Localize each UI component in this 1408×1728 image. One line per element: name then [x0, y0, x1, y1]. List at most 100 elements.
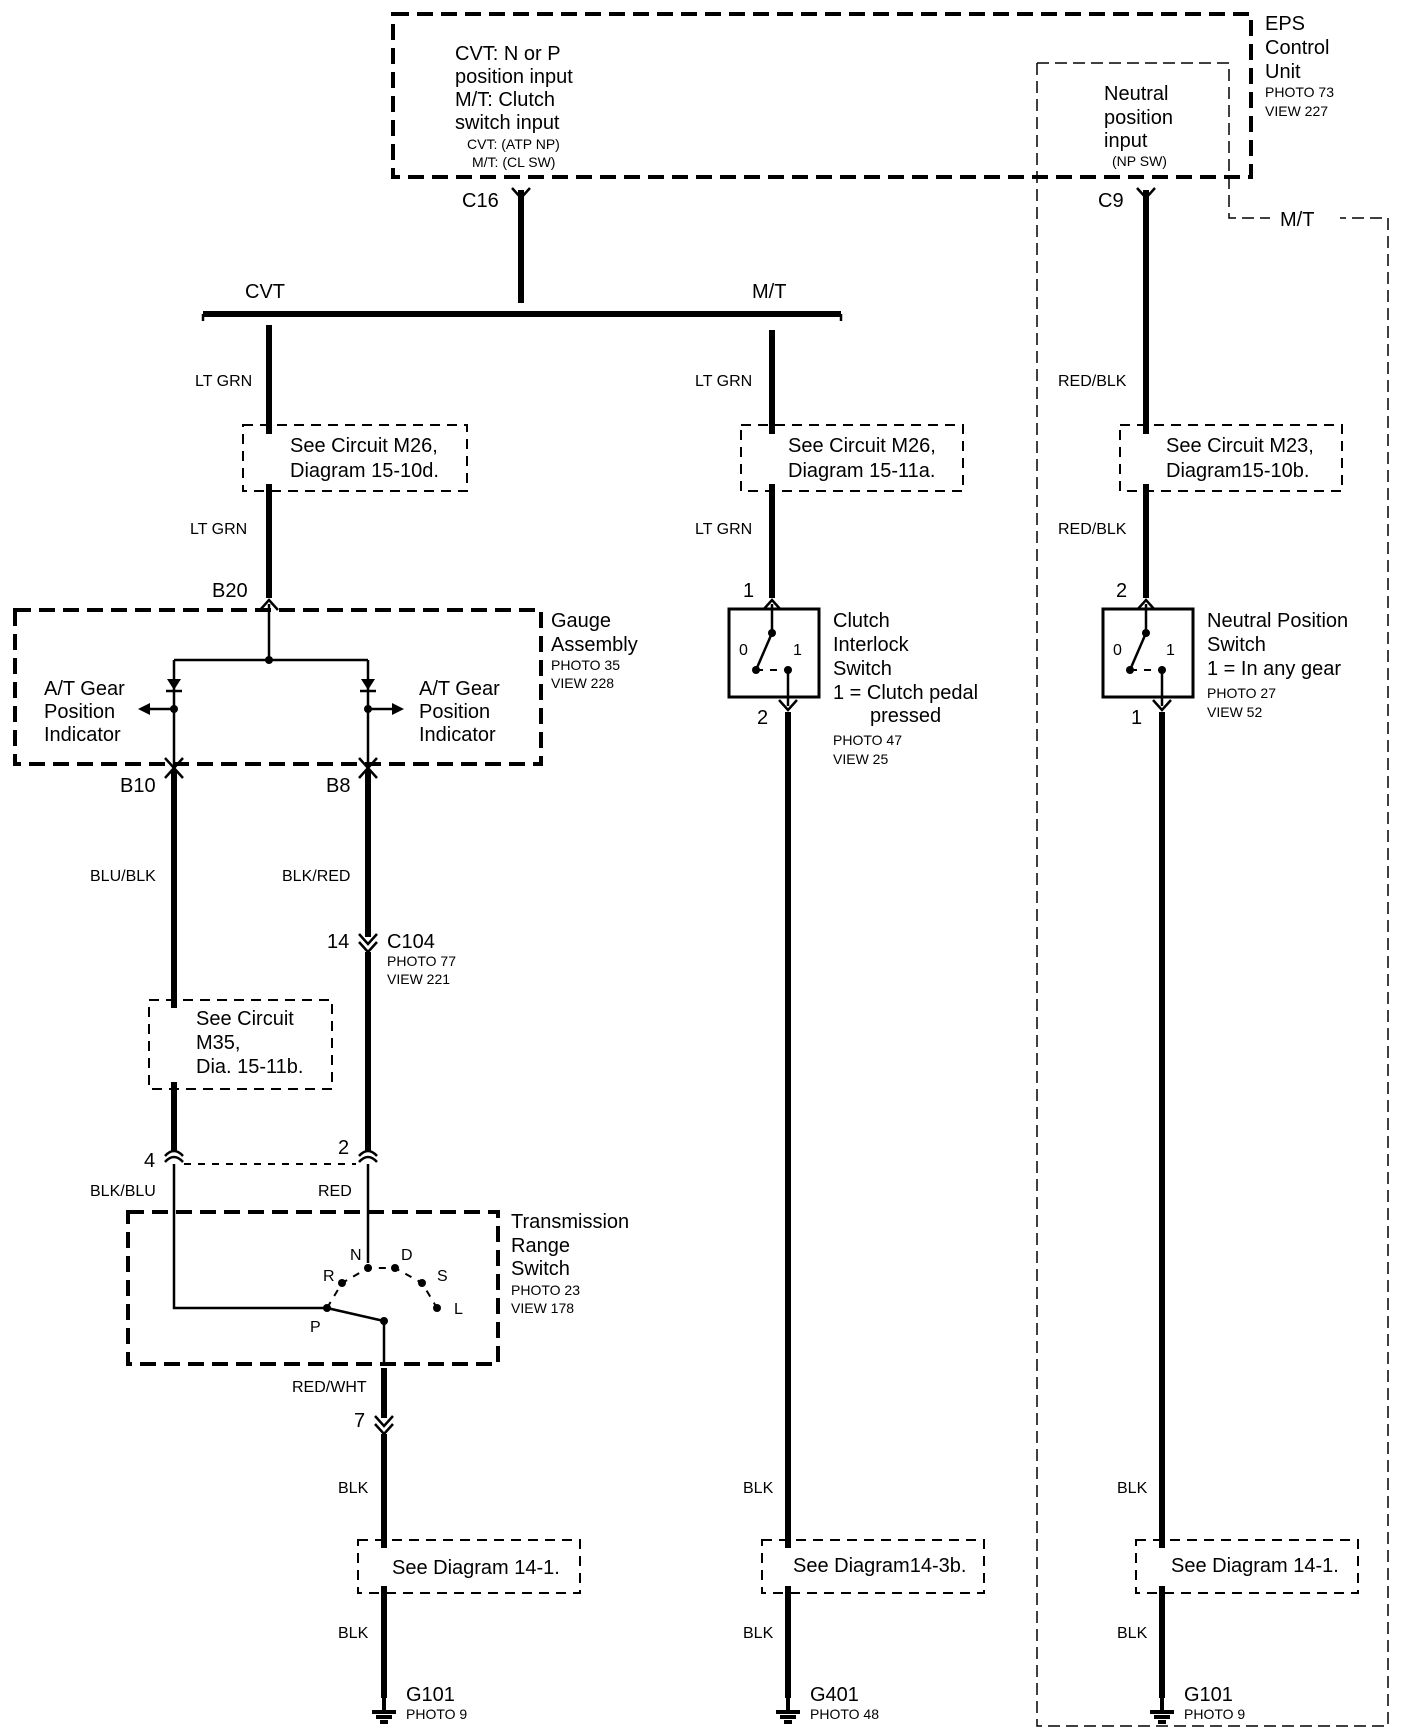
- trs-pos-r: R: [323, 1268, 335, 1285]
- see-ref-diagram-14-3b: See Diagram14-3b.: [761, 1539, 985, 1594]
- trs-title-line3: Switch: [511, 1258, 570, 1280]
- eps-title-line2: Control: [1265, 37, 1329, 59]
- neutral-pin-2: 2: [1116, 580, 1127, 602]
- trs-pos-n: N: [350, 1247, 362, 1264]
- neutral-photo: PHOTO 27: [1207, 685, 1276, 701]
- transmission-range-switch: Transmission Range Switch PHOTO 23 VIEW …: [126, 1164, 629, 1366]
- gauge-indicator-right-line1: A/T Gear: [419, 678, 500, 700]
- see-ref-m35-line2: M35,: [196, 1032, 240, 1054]
- wire-b10: BLU/BLK See Circuit M35, Dia. 15-11b. 4 …: [90, 766, 333, 1200]
- eps-input-left-line3: M/T: Clutch: [455, 89, 555, 111]
- eps-title-line1: EPS: [1265, 13, 1305, 35]
- mt-enclosure-label: M/T: [1280, 209, 1314, 231]
- eps-input-left-sub1: CVT: (ATP NP): [467, 136, 560, 152]
- ground-g101-right-photo: PHOTO 9: [1184, 1706, 1245, 1722]
- clutch-title-line3: Switch: [833, 658, 892, 680]
- ground-g401-icon: [774, 1696, 802, 1724]
- see-ref-m26-d-line1: See Circuit M26,: [290, 435, 438, 457]
- neutral-state-line: 1 = In any gear: [1207, 658, 1341, 680]
- gauge-title-line2: Assembly: [551, 634, 638, 656]
- eps-input-right-line2: position: [1104, 107, 1173, 129]
- see-ref-14-3b-text: See Diagram14-3b.: [793, 1555, 966, 1577]
- clutch-pos-0: 0: [739, 642, 748, 659]
- neutral-pos-1: 1: [1166, 642, 1175, 659]
- gauge-assembly: Gauge Assembly PHOTO 35 VIEW 228 A/T Gea…: [13, 604, 638, 797]
- gauge-pin-b20: B20: [212, 580, 248, 602]
- wire-color-blk-mid-1: BLK: [743, 1480, 774, 1497]
- see-ref-m26-a-line1: See Circuit M26,: [788, 435, 936, 457]
- neutral-view: VIEW 52: [1207, 704, 1262, 720]
- see-ref-diagram-14-1-left: See Diagram 14-1.: [357, 1539, 581, 1594]
- gauge-view: VIEW 228: [551, 675, 614, 691]
- see-ref-m35-line1: See Circuit: [196, 1008, 294, 1030]
- eps-view: VIEW 227: [1265, 103, 1328, 119]
- c16-trunk: CVT M/T: [201, 187, 843, 321]
- wire-trs-ground: RED/WHT 7 BLK See Diagram 14-1. BLK G101…: [292, 1368, 581, 1724]
- trs-pin-7: 7: [354, 1410, 365, 1432]
- ground-g101-left-label: G101: [406, 1684, 455, 1706]
- clutch-pos-1: 1: [793, 642, 802, 659]
- see-ref-m23-b-line2: Diagram15-10b.: [1166, 460, 1309, 482]
- gauge-photo: PHOTO 35: [551, 657, 620, 673]
- clutch-title-line1: Clutch: [833, 610, 890, 632]
- neutral-pos-0: 0: [1113, 642, 1122, 659]
- eps-input-left-line4: switch input: [455, 112, 560, 134]
- gauge-indicator-left-line2: Position: [44, 701, 115, 723]
- trs-pin-2: 2: [338, 1137, 349, 1159]
- clutch-interlock-switch: 0 1 2 Clutch Interlock Switch 1 = Clutch…: [727, 604, 978, 767]
- branch-cvt-label: CVT: [245, 281, 285, 303]
- c9-branch: RED/BLK See Circuit M23, Diagram15-10b. …: [1058, 187, 1343, 611]
- trs-photo: PHOTO 23: [511, 1282, 580, 1298]
- wire-color-blk-blu: BLK/BLU: [90, 1183, 156, 1200]
- ground-g101-left-icon: [370, 1696, 398, 1724]
- neutral-position-switch: 0 1 1 Neutral Position Switch 1 = In any…: [1101, 604, 1348, 729]
- branch-mt-label: M/T: [752, 281, 786, 303]
- trs-title-line1: Transmission: [511, 1211, 629, 1233]
- neutral-pin-1: 1: [1131, 707, 1142, 729]
- eps-input-right-line3: input: [1104, 130, 1148, 152]
- eps-input-left-line2: position input: [455, 66, 573, 88]
- wire-color-blk-right-2: BLK: [1117, 1625, 1148, 1642]
- ground-g101-right-icon: [1148, 1696, 1176, 1724]
- gauge-title-line1: Gauge: [551, 610, 611, 632]
- eps-photo: PHOTO 73: [1265, 84, 1334, 100]
- clutch-title-line2: Interlock: [833, 634, 910, 656]
- c104-view: VIEW 221: [387, 971, 450, 987]
- trs-title-line2: Range: [511, 1235, 570, 1257]
- see-ref-m23-b: See Circuit M23, Diagram15-10b.: [1119, 424, 1343, 492]
- wire-b8: BLK/RED 14 C104 PHOTO 77 VIEW 221 2 RED: [184, 766, 456, 1200]
- see-ref-14-1-left-text: See Diagram 14-1.: [392, 1557, 560, 1579]
- wire-color-red-blk-1: RED/BLK: [1058, 373, 1127, 390]
- wire-color-lt-grn-2: LT GRN: [190, 521, 247, 538]
- wire-color-lt-grn-4: LT GRN: [695, 521, 752, 538]
- clutch-view: VIEW 25: [833, 751, 888, 767]
- trs-pos-s: S: [437, 1268, 448, 1285]
- wire-color-blk-right-1: BLK: [1117, 1480, 1148, 1497]
- clutch-photo: PHOTO 47: [833, 732, 902, 748]
- c104-pin-14: 14: [327, 931, 349, 953]
- cvt-branch: LT GRN See Circuit M26, Diagram 15-10d. …: [190, 325, 468, 611]
- eps-input-left-sub2: M/T: (CL SW): [472, 154, 555, 170]
- see-ref-m26-a-line2: Diagram 15-11a.: [788, 460, 935, 482]
- wire-clutch-ground: BLK See Diagram14-3b. BLK G401 PHOTO 48: [743, 712, 985, 1724]
- wire-color-blu-blk: BLU/BLK: [90, 868, 156, 885]
- connector-c104: 14 C104 PHOTO 77 VIEW 221: [327, 931, 456, 987]
- ground-g401-photo: PHOTO 48: [810, 1706, 879, 1722]
- clutch-state-line1: 1 = Clutch pedal: [833, 682, 978, 704]
- trs-view: VIEW 178: [511, 1300, 574, 1316]
- wire-color-blk-left-1: BLK: [338, 1480, 369, 1497]
- ground-g401-label: G401: [810, 1684, 859, 1706]
- eps-input-right-line1: Neutral: [1104, 83, 1168, 105]
- clutch-pin-2: 2: [757, 707, 768, 729]
- wire-color-lt-grn-3: LT GRN: [695, 373, 752, 390]
- wire-color-red-blk-2: RED/BLK: [1058, 521, 1127, 538]
- gauge-indicator-left-line3: Indicator: [44, 724, 121, 746]
- neutral-title-line2: Switch: [1207, 634, 1266, 656]
- wire-color-lt-grn-1: LT GRN: [195, 373, 252, 390]
- gauge-pin-b8: B8: [326, 775, 350, 797]
- eps-input-left-line1: CVT: N or P: [455, 43, 561, 65]
- see-ref-m23-b-line1: See Circuit M23,: [1166, 435, 1314, 457]
- eps-title-line3: Unit: [1265, 61, 1301, 83]
- mt-enclosure: M/T: [1036, 62, 1389, 1727]
